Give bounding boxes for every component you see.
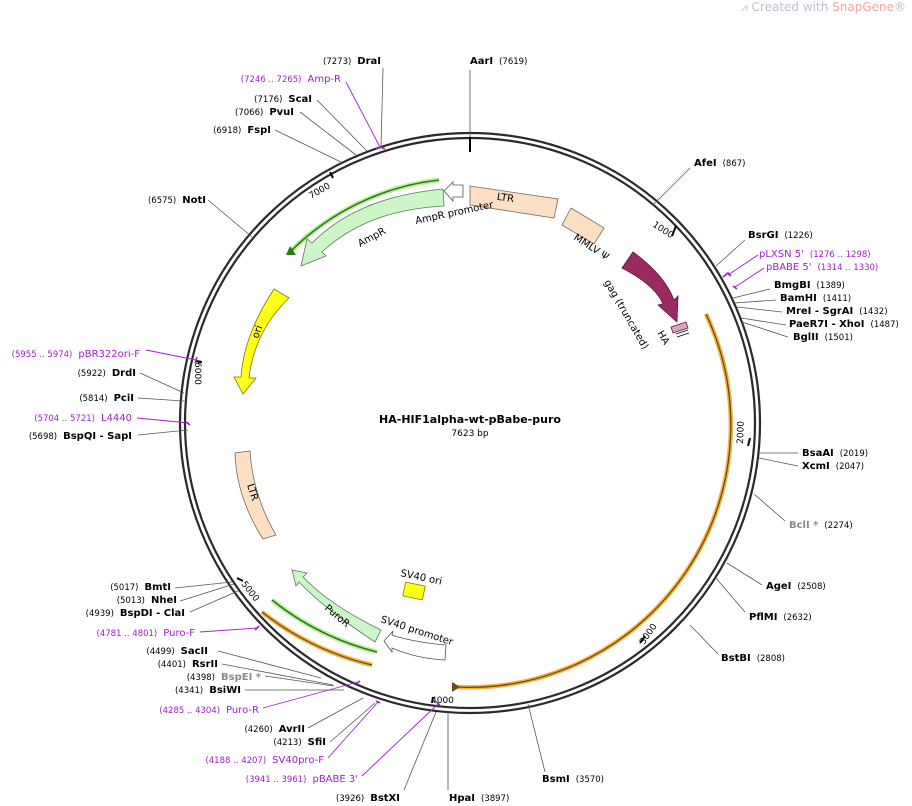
enzyme-leaders-left	[137, 67, 437, 791]
enzyme-bsrgi: BsrGI(1226)	[748, 230, 813, 241]
feature-gag-label: gag (truncated)	[601, 278, 650, 352]
watermark-logo-icon: ⩘	[740, 0, 752, 14]
feature-ltr-bottom	[234, 450, 277, 540]
feature-ampr	[300, 188, 445, 267]
enzyme-bstxi: (3926)BstXI	[336, 793, 400, 804]
primer-puro-f: (4781 .. 4801)Puro-F	[97, 628, 196, 639]
enzyme-bsmi: BsmI(3570)	[542, 774, 604, 785]
enzyme-nhei: (5013)NheI	[117, 595, 177, 606]
feature-ltr-top	[469, 185, 559, 219]
orf-green-top-arrowhead	[286, 246, 296, 255]
enzyme-fspi: (6918)FspI	[213, 125, 271, 136]
tick-labels: 1000 2000 3000 4000 5000 6000 7000	[192, 181, 747, 706]
feature-ltr-bottom-label: LTR	[244, 483, 260, 503]
enzyme-bamhi: BamHI(1411)	[780, 293, 851, 304]
enzyme-bcli: BclI *(2274)	[789, 520, 853, 531]
enzyme-bmgbi: BmgBI(1389)	[774, 280, 845, 291]
primer-labels-left: (7246 .. 7265)Amp-R (5955 .. 5974)pBR322…	[12, 74, 358, 785]
feature-sv40-promoter	[383, 630, 447, 661]
feature-sv40-ori	[402, 581, 426, 601]
primer-leaders	[136, 81, 765, 777]
enzyme-bspdi-clai: (4939)BspDI - ClaI	[86, 608, 185, 619]
tick-7000: 7000	[308, 181, 333, 201]
feature-puror	[291, 569, 382, 643]
feature-ori-label: ori	[250, 324, 265, 340]
plasmid-length: 7623 bp	[451, 429, 488, 439]
enzyme-labels-right: AarI(7619) AfeI(867) BsrGI(1226) BmgBI(1…	[449, 56, 899, 804]
enzyme-agei: AgeI(2508)	[766, 581, 826, 592]
tick-6000: 6000	[192, 362, 202, 385]
enzyme-drdi: (5922)DrdI	[78, 368, 136, 379]
enzyme-sfii: (4213)SfiI	[273, 737, 326, 748]
enzyme-xcmi: XcmI(2047)	[802, 461, 864, 472]
primer-puro-r: (4285 .. 4304)Puro-R	[159, 705, 259, 716]
enzyme-bspqi-sapi: (5698)BspQI - SapI	[29, 431, 132, 442]
enzyme-bstbi: BstBI(2808)	[721, 653, 785, 664]
enzyme-leaders-right	[447, 70, 799, 790]
primer-pbabe-3: (3941 .. 3961)pBABE 3'	[246, 774, 358, 785]
enzyme-bsaai: BsaAI(2019)	[802, 448, 868, 459]
tick-1000: 1000	[650, 220, 675, 241]
snapgene-watermark: ⩘ Created with SnapGene®	[740, 0, 906, 14]
plasmid-name: HA-HIF1alpha-wt-pBabe-puro	[379, 413, 561, 426]
primer-l4440: (5704 .. 5721)L4440	[34, 413, 132, 424]
primer-pbabe-5: pBABE 5'(1314 .. 1330)	[766, 262, 878, 273]
enzyme-rsrii: (4401)RsrII	[158, 659, 218, 670]
enzyme-pflmi: PflMI(2632)	[749, 612, 812, 623]
enzyme-labels-left: (3926)BstXI (4213)SfiI (4260)AvrII (4341…	[29, 56, 400, 804]
feature-ori	[233, 288, 290, 395]
enzyme-bsiwi: (4341)BsiWI	[175, 685, 241, 696]
enzyme-afei: AfeI(867)	[694, 158, 745, 169]
feature-ha-label: HA	[654, 329, 671, 347]
enzyme-bmti: (5017)BmtI	[110, 582, 171, 593]
enzyme-bspei: (4398)BspEI *	[187, 672, 262, 683]
enzyme-paer7i-xhoi: PaeR7I - XhoI(1487)	[789, 319, 899, 330]
orf-orange-right	[455, 313, 733, 690]
enzyme-srei-sgrai: MreI - SgrAI(1432)	[786, 306, 888, 317]
enzyme-pcii: (5814)PciI	[79, 393, 134, 404]
feature-ha	[670, 321, 689, 334]
enzyme-avrii: (4260)AvrII	[244, 724, 305, 735]
feature-ampr-label: AmpR	[356, 226, 388, 250]
enzyme-pvui: (7066)PvuI	[235, 107, 294, 118]
primer-pbr322ori-f: (5955 .. 5974)pBR322ori-F	[12, 349, 141, 360]
tick-3000: 3000	[638, 622, 659, 647]
tick-marks	[195, 137, 751, 704]
primer-sv40pro-f: (4188 .. 4207)SV40pro-F	[205, 755, 324, 766]
enzyme-drai: (7273)DraI	[323, 56, 381, 67]
primer-labels-right: pLXSN 5'(1276 .. 1298) pBABE 5'(1314 .. …	[759, 249, 878, 273]
enzyme-scai: (7176)ScaI	[254, 94, 312, 105]
feature-mmlv-psi	[561, 207, 605, 245]
tick-4000: 4000	[431, 696, 454, 706]
feature-gag	[621, 251, 679, 323]
primer-amp-r: (7246 .. 7265)Amp-R	[241, 74, 341, 85]
orf-arcs	[260, 177, 733, 692]
enzyme-bglii: BglII(1501)	[793, 332, 853, 343]
enzyme-aari: AarI(7619)	[470, 56, 527, 67]
feature-ltr-top-label: LTR	[496, 192, 515, 205]
enzyme-sacii: (4499)SacII	[146, 646, 208, 657]
tick-2000: 2000	[736, 421, 747, 445]
enzyme-hpai: HpaI(3897)	[449, 793, 509, 804]
enzyme-noti: (6575)NotI	[148, 195, 206, 206]
feature-ampr-promoter	[443, 181, 464, 203]
orf-orange-arrowhead	[452, 682, 460, 692]
primer-plxsn-5: pLXSN 5'(1276 .. 1298)	[759, 249, 871, 260]
